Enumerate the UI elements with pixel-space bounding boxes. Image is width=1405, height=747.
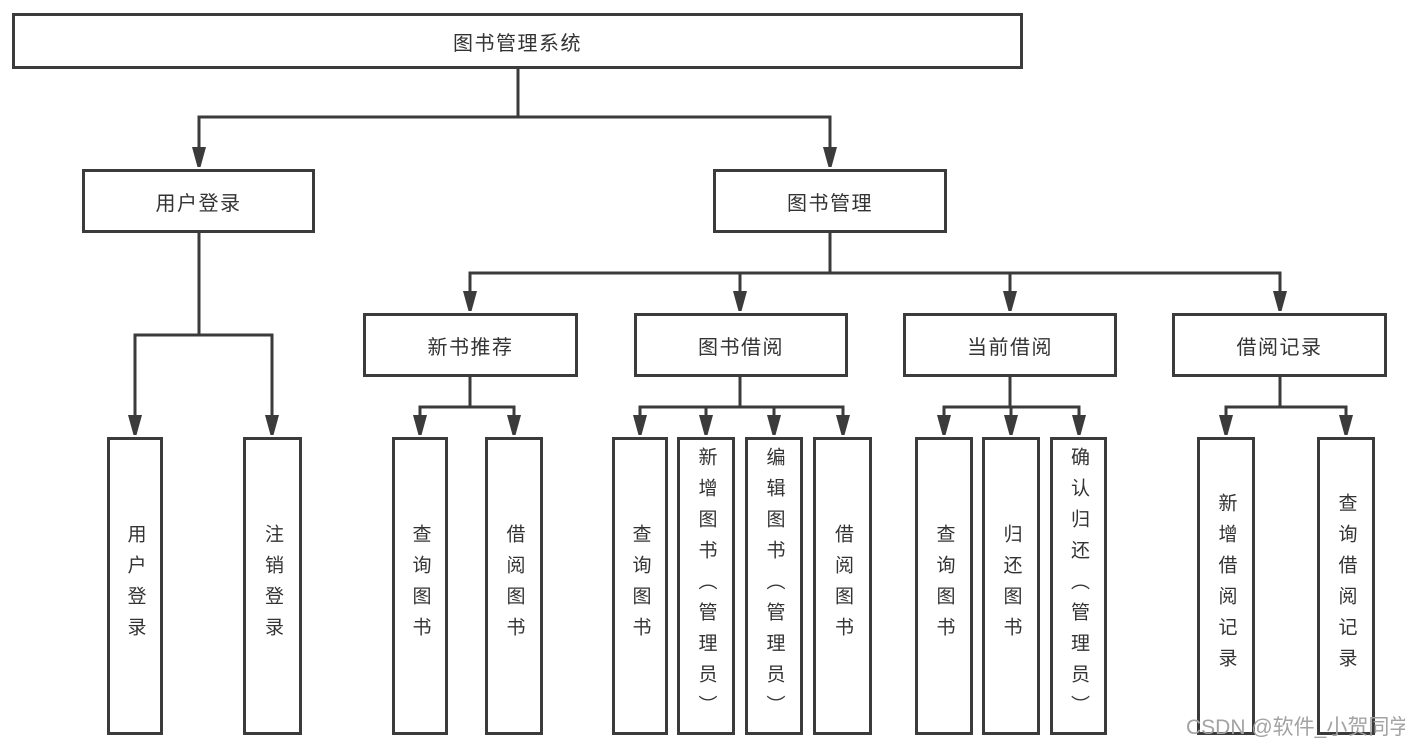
leaf-label: 用户登录 — [124, 524, 146, 648]
leaf-recommend-borrow-books: 借阅图书 — [485, 437, 543, 735]
leaf-records-add-borrow-record: 新增借阅记录 — [1197, 437, 1255, 735]
node-book-borrowing: 图书借阅 — [634, 313, 848, 377]
leaf-recommend-query-books: 查询图书 — [392, 437, 448, 735]
node-label: 用户登录 — [155, 192, 242, 215]
leaf-current-query-books: 查询图书 — [915, 437, 973, 735]
leaf-label: 查询图书 — [409, 524, 431, 648]
leaf-current-confirm-return-admin: 确认归还（管理员） — [1050, 437, 1107, 735]
leaf-current-return-books: 归还图书 — [982, 437, 1040, 735]
leaf-records-query-borrow-record: 查询借阅记录 — [1317, 437, 1375, 735]
leaf-label: 新增图书（管理员） — [695, 446, 717, 726]
node-label: 新书推荐 — [427, 336, 514, 359]
leaf-label: 注销登录 — [262, 524, 283, 648]
node-book-management: 图书管理 — [713, 169, 947, 233]
node-borrowing-records: 借阅记录 — [1172, 313, 1387, 377]
csdn-watermark: CSDN @软件_小贺同学 — [1186, 716, 1405, 739]
leaf-label: 归还图书 — [1000, 524, 1022, 648]
leaf-borrow-borrow-books: 借阅图书 — [813, 437, 872, 735]
node-label: 当前借阅 — [967, 336, 1053, 359]
leaf-borrow-query-books: 查询图书 — [612, 437, 668, 735]
node-label: 图书管理 — [787, 192, 873, 215]
leaf-label: 借阅图书 — [832, 524, 853, 648]
node-current-borrowing: 当前借阅 — [903, 313, 1117, 377]
node-library-management-system: 图书管理系统 — [12, 13, 1023, 69]
leaf-borrow-edit-books-admin: 编辑图书（管理员） — [745, 437, 803, 735]
leaf-logout: 注销登录 — [243, 437, 302, 735]
leaf-label: 查询图书 — [933, 524, 955, 648]
leaf-label: 借阅图书 — [503, 524, 525, 648]
node-new-book-recommend: 新书推荐 — [363, 313, 578, 377]
node-user-login: 用户登录 — [82, 169, 315, 233]
leaf-label: 编辑图书（管理员） — [763, 446, 785, 726]
node-label: 借阅记录 — [1236, 336, 1323, 359]
node-label: 图书借阅 — [698, 336, 784, 359]
leaf-label: 新增借阅记录 — [1215, 493, 1237, 679]
leaf-label: 确认归还（管理员） — [1068, 446, 1089, 726]
leaf-label: 查询借阅记录 — [1335, 493, 1357, 679]
leaf-user-login: 用户登录 — [107, 437, 163, 735]
leaf-label: 查询图书 — [629, 524, 651, 648]
node-label: 图书管理系统 — [453, 32, 582, 55]
leaf-borrow-add-books-admin: 新增图书（管理员） — [677, 437, 735, 735]
